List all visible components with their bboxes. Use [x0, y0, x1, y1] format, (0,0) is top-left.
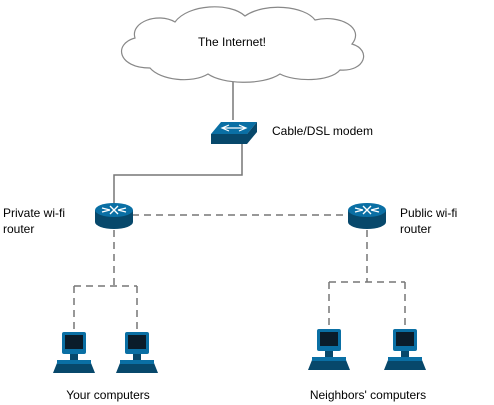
private-wifi-router: Private wi-fi router [3, 202, 134, 236]
internet-cloud: The Internet! [121, 6, 365, 83]
neighbor-computers-group: Neighbors' computers [308, 329, 426, 402]
switch-icon [211, 122, 257, 144]
cable-modem-to-private-router [113, 143, 243, 206]
workstation-icon [53, 332, 95, 373]
private-router-label-line-1: Private wi-fi [3, 206, 65, 220]
your-computers-label: Your computers [66, 388, 150, 402]
public-router-label-line-1: Public wi-fi [400, 206, 457, 220]
cloud-icon [121, 6, 365, 83]
neighbor-computers-label: Neighbors' computers [310, 388, 426, 402]
svg-text:Public wi-fi router: Public wi-fi router [400, 206, 461, 236]
cloud-label: The Internet! [198, 35, 266, 49]
your-computers-group: Your computers [53, 332, 158, 402]
private-router-label-line-2: router [3, 222, 34, 236]
workstation-icon [384, 329, 426, 370]
router-icon [94, 202, 134, 230]
svg-text:Private wi-fi router: Private wi-fi router [3, 206, 68, 236]
router-icon [347, 202, 387, 230]
workstation-icon [116, 332, 158, 373]
public-wifi-router: Public wi-fi router [347, 202, 461, 236]
public-router-label-line-2: router [400, 222, 431, 236]
workstation-icon [308, 329, 350, 370]
cable-dsl-modem: Cable/DSL modem [211, 122, 373, 144]
modem-label: Cable/DSL modem [272, 124, 373, 138]
